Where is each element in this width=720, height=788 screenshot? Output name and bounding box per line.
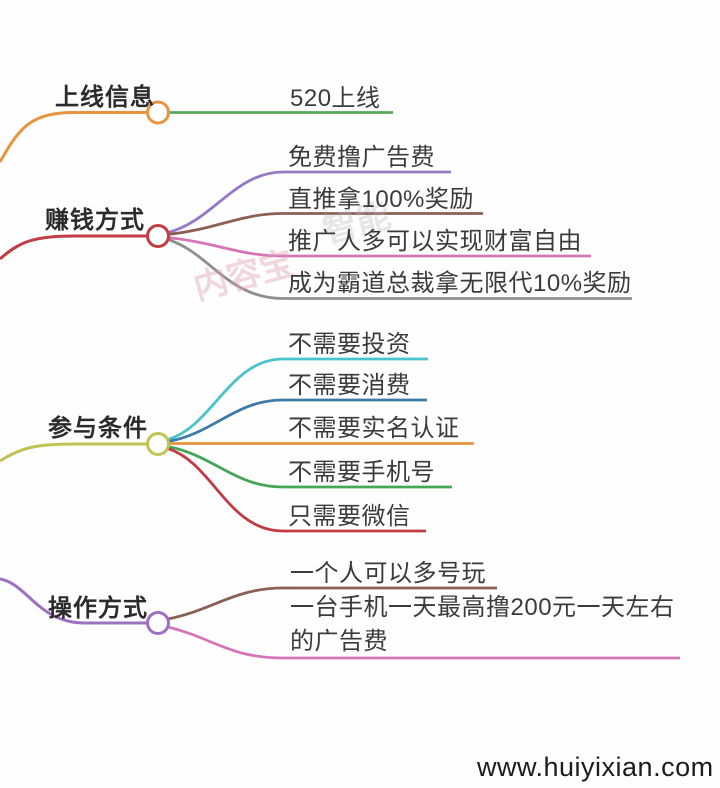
subtopic-no-invest[interactable]: 不需要投资 <box>288 331 411 358</box>
subtopic-no-realname[interactable]: 不需要实名认证 <box>288 415 460 442</box>
topic-join-conditions[interactable]: 参与条件 <box>48 415 148 442</box>
connector-multi-account <box>167 586 497 621</box>
subtopic-free-ads[interactable]: 免费撸广告费 <box>288 144 435 171</box>
subtopic-520-online[interactable]: 520上线 <box>290 85 381 112</box>
node-circle-launch[interactable] <box>146 100 170 125</box>
connector-earn-trunk <box>0 234 147 261</box>
subtopic-promote-wealth[interactable]: 推广人多可以实现财富自由 <box>288 228 582 255</box>
subtopic-multi-account[interactable]: 一个人可以多号玩 <box>290 560 486 587</box>
subtopic-no-consume[interactable]: 不需要消费 <box>288 372 411 399</box>
connector-condition-trunk <box>0 442 147 463</box>
subtopic-only-wechat[interactable]: 只需要微信 <box>288 503 411 530</box>
site-watermark: www.huiyixian.com <box>477 752 714 782</box>
subtopic-no-phone[interactable]: 不需要手机号 <box>288 459 435 486</box>
topic-earn-methods[interactable]: 赚钱方式 <box>45 207 145 234</box>
connector-only-wechat <box>167 447 426 533</box>
connector-launch-trunk <box>0 111 147 163</box>
connector-no-invest <box>167 357 428 441</box>
topic-launch-info[interactable]: 上线信息 <box>55 84 155 111</box>
connector-phone-income <box>167 625 680 660</box>
subtopic-phone-income[interactable]: 一台手机一天最高撸200元一天左右 的广告费 <box>290 591 675 659</box>
subtopic-phone-income-line2: 的广告费 <box>290 628 388 655</box>
connector-promote-wealth <box>167 236 591 258</box>
connector-direct-reward <box>167 212 483 236</box>
subtopic-ceo-reward[interactable]: 成为霸道总裁拿无限代10%奖励 <box>288 270 632 297</box>
topic-operate-method[interactable]: 操作方式 <box>48 595 148 622</box>
node-circle-earn[interactable] <box>146 224 170 248</box>
node-circle-operate[interactable] <box>146 611 170 635</box>
connector-no-consume <box>167 398 427 443</box>
subtopic-direct-reward[interactable]: 直推拿100%奖励 <box>288 186 474 213</box>
subtopic-phone-income-line1: 一台手机一天最高撸200元一天左右 <box>290 594 675 621</box>
connector-no-phone <box>167 445 452 489</box>
connector-ceo-reward <box>167 238 632 300</box>
node-circle-condition[interactable] <box>146 432 170 456</box>
connector-operate-trunk <box>0 577 147 625</box>
connector-free-ads <box>167 170 451 234</box>
